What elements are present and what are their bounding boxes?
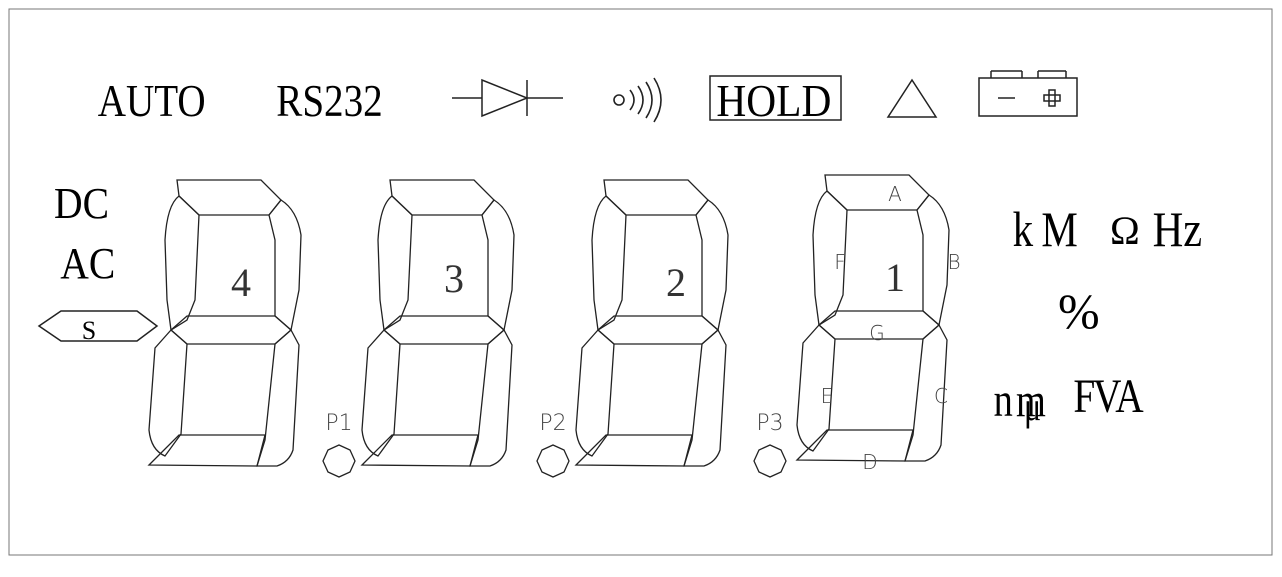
svg-text:P3: P3 [756,411,783,436]
digit-tens-label: 2 [666,260,686,305]
digit-tens: 2 [575,179,729,467]
hold-indicator: HOLD [709,75,842,127]
unit-percent: % [1058,283,1100,339]
svg-text:S: S [82,316,96,345]
decimal-point-p3: P3 [753,411,787,478]
digit-thousands-label: 4 [231,260,251,305]
unit-A: A [1115,370,1144,422]
s-indicator: S [37,310,159,345]
digit-hundreds-label: 3 [444,256,464,301]
segment-e-label: E [821,384,834,408]
dc-indicator: DC [54,180,109,228]
rs232-indicator: RS232 [276,76,382,127]
svg-text:P1: P1 [325,411,352,436]
continuity-sound-icon [613,77,662,123]
battery-icon [978,70,1078,117]
unit-M: M [1041,201,1077,257]
ac-indicator: AC [60,240,115,288]
diode-icon [452,78,563,118]
digit-units-label: 1 [885,255,905,300]
unit-F: F [1073,370,1095,422]
segment-d-label: D [862,450,877,474]
unit-k: k [1013,201,1034,257]
segment-c-label: C [934,384,948,408]
auto-indicator: AUTO [98,76,206,127]
unit-V: V [1093,370,1122,422]
decimal-point-p2: P2 [536,411,570,478]
unit-hz: Hz [1153,203,1203,258]
segment-a-label: A [888,182,902,206]
delta-triangle-icon [886,78,938,118]
svg-text:P2: P2 [539,411,566,436]
digit-hundreds: 3 [361,179,515,467]
segment-f-label: F [834,250,846,274]
unit-n: n [994,374,1013,427]
svg-text:HOLD: HOLD [716,76,831,126]
segment-g-label: G [869,321,885,345]
digit-units: 1 A B C D E F G [796,174,961,474]
segment-b-label: B [947,250,960,274]
lcd-frame [8,8,1273,556]
decimal-point-p1: P1 [322,411,356,478]
digit-thousands: 4 [148,179,302,467]
unit-m: m [1016,374,1046,427]
unit-mu: μ [1024,385,1041,429]
unit-ohm: Ω [1110,208,1140,253]
